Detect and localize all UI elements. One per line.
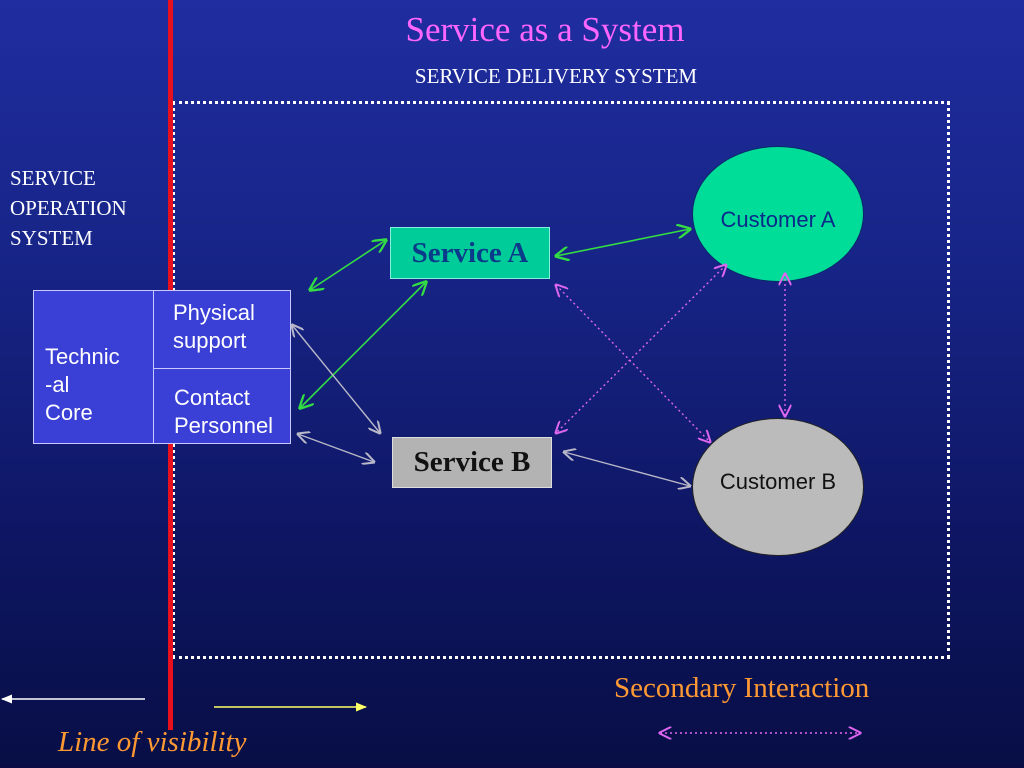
arrow-service-a-to-customer-a <box>556 229 690 256</box>
arrow-core-to-service-a <box>310 240 386 290</box>
arrow-service-b-to-customer-b <box>564 452 690 486</box>
dotted-service-a-to-customer-b <box>556 285 710 442</box>
customer-a-node: Customer A <box>692 146 864 282</box>
dotted-customer-a-to-service-b <box>556 265 726 433</box>
customer-b-node: Customer B <box>692 418 864 556</box>
operation-core-table: Technic -al Core Physical support Contac… <box>33 290 291 444</box>
delivery-system-label: SERVICE DELIVERY SYSTEM <box>414 64 698 88</box>
technical-core-line: Technic <box>45 344 120 369</box>
operation-system-line: OPERATION <box>10 196 127 220</box>
arrow-contact-to-service-a <box>300 282 426 408</box>
technical-core-cell: Technic -al Core <box>34 291 154 443</box>
operation-system-line: SYSTEM <box>10 226 93 250</box>
line-of-visibility-label: Line of visibility <box>58 726 247 758</box>
contact-personnel-label: Contact Personnel <box>174 384 289 440</box>
contact-personnel-line: Contact <box>174 385 250 410</box>
diagram-title: Service as a System <box>405 10 685 49</box>
physical-support-line: Physical <box>173 300 255 325</box>
secondary-interaction-label: Secondary Interaction <box>614 672 870 704</box>
contact-personnel-line: Personnel <box>174 413 274 438</box>
customer-a-label: Customer A <box>720 207 836 232</box>
arrow-physical-to-service-b <box>292 325 380 433</box>
physical-support-line: support <box>173 328 247 353</box>
service-b-node: Service B <box>392 437 552 488</box>
technical-core-label: Technic -al Core <box>45 343 150 427</box>
operation-system-label: SERVICE OPERATION SYSTEM <box>10 163 127 253</box>
technical-core-line: Core <box>45 400 93 425</box>
service-a-node: Service A <box>390 227 550 279</box>
technical-core-line: -al <box>45 372 70 397</box>
physical-support-cell <box>154 291 290 369</box>
physical-support-label: Physical support <box>173 299 288 355</box>
arrow-contact-to-service-b <box>298 434 374 462</box>
customer-b-label: Customer B <box>719 469 837 494</box>
operation-system-line: SERVICE <box>10 166 96 190</box>
